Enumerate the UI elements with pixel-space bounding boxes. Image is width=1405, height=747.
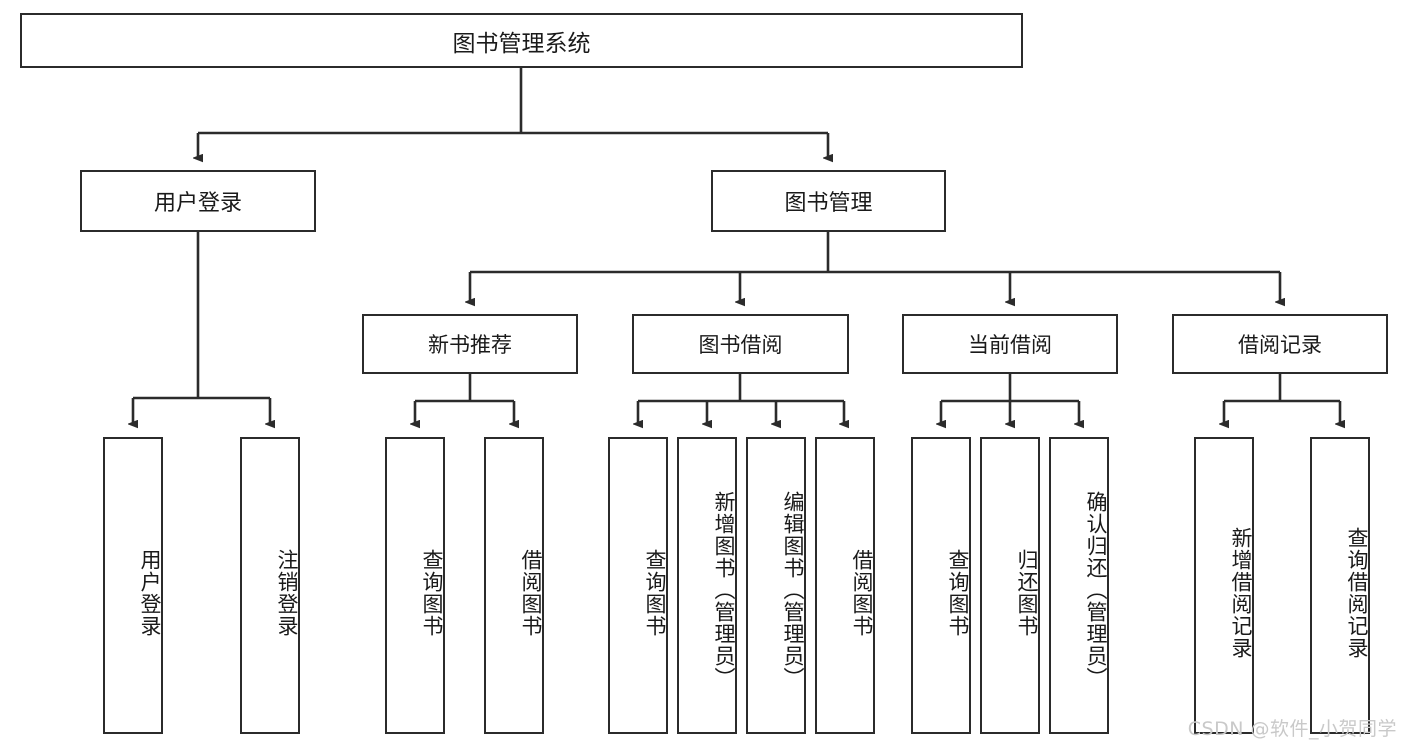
leaf-label: 新增图书（管理员） (712, 490, 736, 689)
node-new-book-recommend-label: 新书推荐 (428, 333, 512, 357)
leaf-new-book-borrow-book[interactable]: 借阅图书 (484, 437, 544, 734)
leaf-user-login-login[interactable]: 用户登录 (103, 437, 163, 734)
leaf-label: 借阅图书 (519, 548, 543, 637)
node-borrow-record[interactable]: 借阅记录 (1172, 314, 1388, 374)
node-book-management-label: 图书管理 (784, 191, 873, 216)
leaf-record-query-borrow-record[interactable]: 查询借阅记录 (1310, 437, 1370, 734)
node-borrow-record-label: 借阅记录 (1238, 333, 1322, 357)
leaf-label: 查询图书 (420, 548, 444, 637)
leaf-current-query-book[interactable]: 查询图书 (911, 437, 971, 734)
leaf-label: 借阅图书 (850, 548, 874, 637)
node-book-borrow-label: 图书借阅 (698, 333, 783, 357)
leaf-label: 编辑图书（管理员） (781, 490, 805, 689)
leaf-label: 查询图书 (643, 548, 667, 637)
leaf-label: 新增借阅记录 (1229, 526, 1253, 659)
node-root[interactable]: 图书管理系统 (20, 13, 1023, 68)
leaf-current-return-book[interactable]: 归还图书 (980, 437, 1040, 734)
leaf-label: 查询借阅记录 (1345, 526, 1369, 659)
leaf-label: 确认归还（管理员） (1084, 490, 1108, 689)
leaf-label: 用户登录 (138, 548, 162, 637)
node-current-borrow[interactable]: 当前借阅 (902, 314, 1118, 374)
node-book-borrow[interactable]: 图书借阅 (632, 314, 849, 374)
leaf-label: 查询图书 (946, 548, 970, 637)
node-book-management[interactable]: 图书管理 (711, 170, 946, 232)
node-current-borrow-label: 当前借阅 (968, 333, 1052, 357)
leaf-record-add-borrow-record[interactable]: 新增借阅记录 (1194, 437, 1254, 734)
leaf-borrow-add-book-admin[interactable]: 新增图书（管理员） (677, 437, 737, 734)
leaf-current-confirm-return-admin[interactable]: 确认归还（管理员） (1049, 437, 1109, 734)
node-user-login-label: 用户登录 (153, 191, 242, 216)
leaf-borrow-borrow-book[interactable]: 借阅图书 (815, 437, 875, 734)
leaf-borrow-edit-book-admin[interactable]: 编辑图书（管理员） (746, 437, 806, 734)
watermark: CSDN @软件_小贺同学 (1187, 718, 1397, 740)
node-root-label: 图书管理系统 (452, 30, 591, 57)
leaf-user-login-logout[interactable]: 注销登录 (240, 437, 300, 734)
node-new-book-recommend[interactable]: 新书推荐 (362, 314, 578, 374)
leaf-new-book-query-book[interactable]: 查询图书 (385, 437, 445, 734)
node-user-login[interactable]: 用户登录 (80, 170, 316, 232)
leaf-label: 归还图书 (1015, 548, 1039, 637)
leaf-label: 注销登录 (275, 548, 299, 637)
leaf-borrow-query-book[interactable]: 查询图书 (608, 437, 668, 734)
